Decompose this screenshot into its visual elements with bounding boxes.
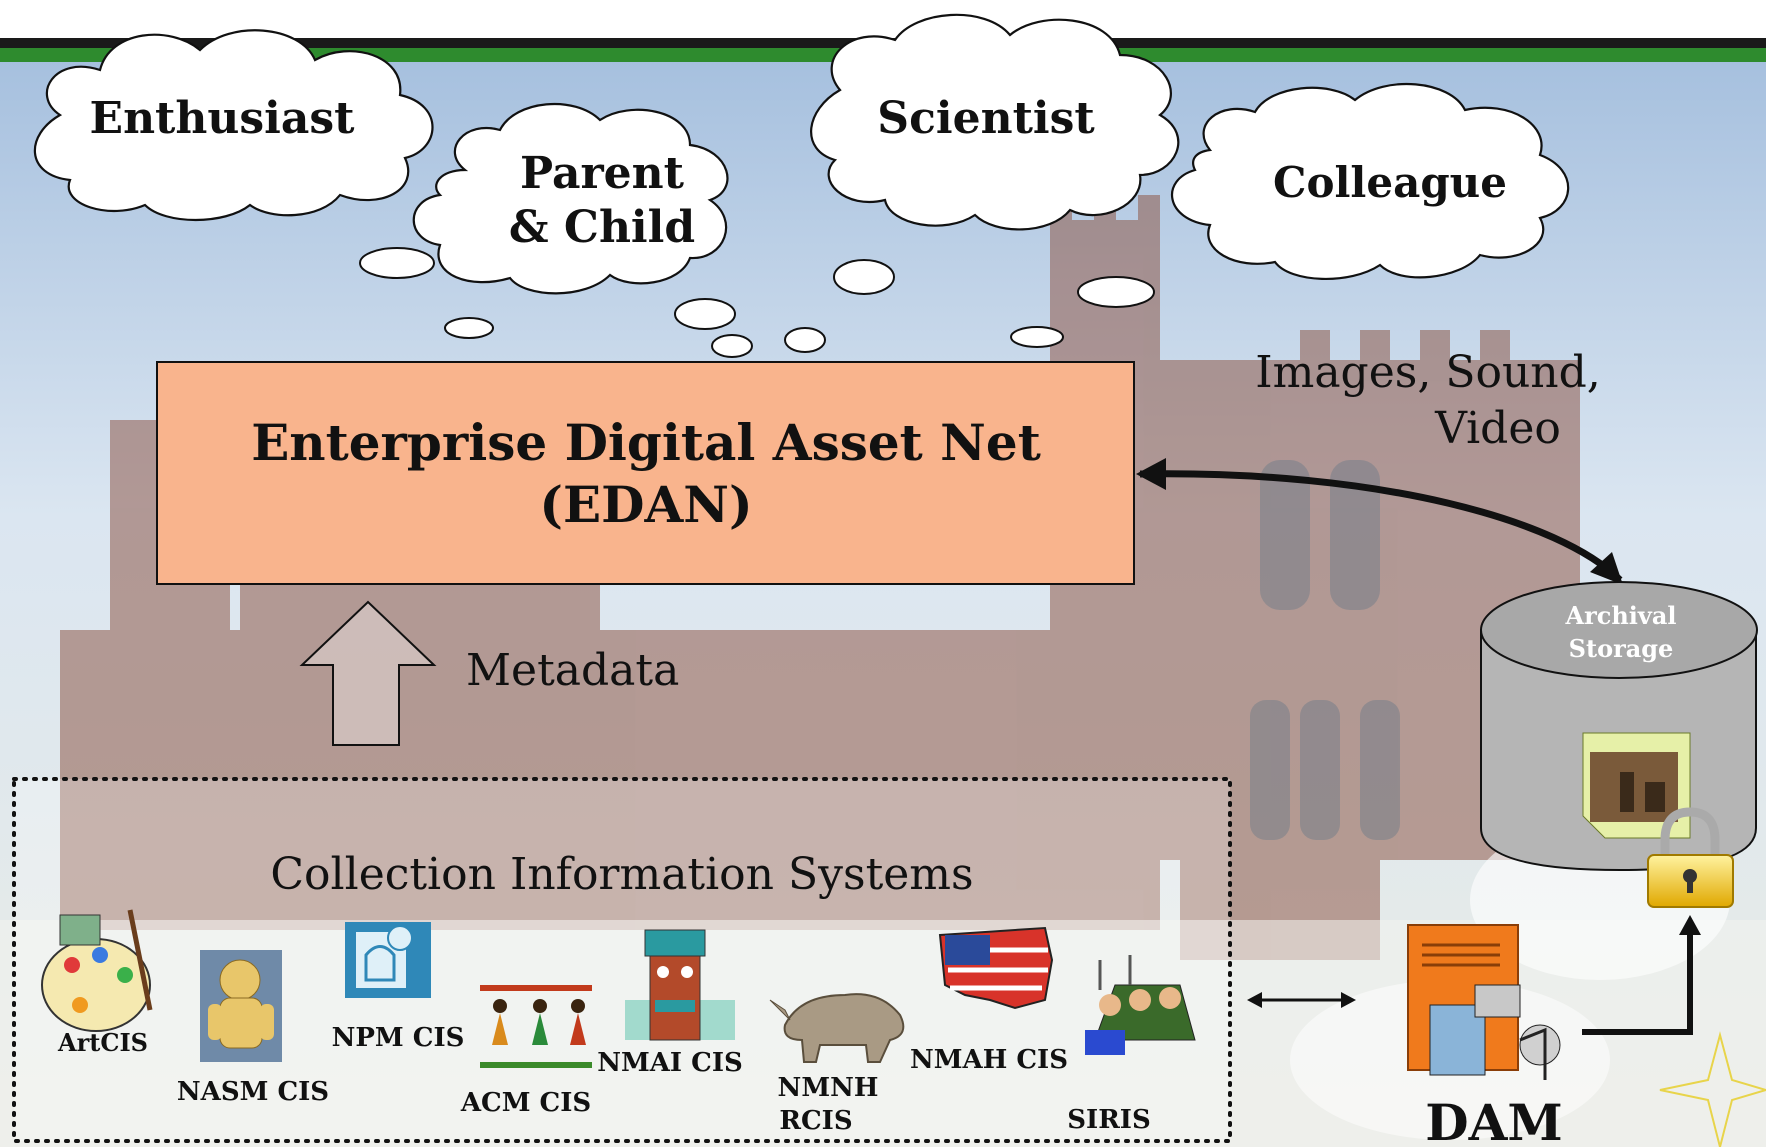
cis-artcis: ArtCIS [57,1028,148,1057]
cloud-colleague: Colleague [1170,82,1570,280]
edan-box: Enterprise Digital Asset Net (EDAN) [156,361,1135,585]
cis-title: Collection Information Systems [270,849,973,900]
cis-rcis: RCIS [779,1106,852,1136]
audience-child: & Child [509,202,695,253]
dam-archive-arrow [1582,925,1693,1035]
totem-icon [625,929,735,1041]
media-label-line1: Images, Sound, [1255,347,1601,398]
media-flow: Images, Sound, Video [1136,347,1623,585]
dinosaur-icon [769,993,905,1063]
archived-photo-icon [1582,732,1691,839]
stamp-icon [345,922,431,998]
cis-nmai: NMAI CIS [597,1048,743,1078]
media-arrow [1139,470,1623,583]
audience-scientist: Scientist [877,93,1095,144]
edan-title: Enterprise Digital Asset Net [251,413,1041,472]
cis-siris: SIRIS [1067,1105,1150,1135]
media-label-line2: Video [1434,403,1561,454]
metadata-arrow [299,600,437,746]
metadata-flow: Metadata [299,600,679,746]
cis-nmah: NMAH CIS [910,1045,1068,1075]
server-icon [1407,924,1561,1080]
audience-enthusiast: Enthusiast [90,93,356,144]
star-icon [1659,1031,1766,1147]
cis-acm: ACM CIS [460,1088,591,1118]
edan-acronym: (EDAN) [539,475,752,534]
archival-storage: Archival Storage [1480,581,1758,908]
archival-line2: Storage [1569,634,1674,663]
cis-nmnh: NMNH [778,1073,879,1103]
cis-dam-arrow [1247,992,1356,1008]
dam-label: DAM [1425,1093,1563,1147]
cloud-scientist: Scientist [810,13,1180,231]
archival-line1: Archival [1564,601,1676,630]
audience-colleague: Colleague [1273,158,1507,207]
audience-parent: Parent [520,148,685,199]
cloud-enthusiast: Enthusiast [33,29,434,221]
palette-icon [41,909,153,1032]
cloud-parent-child: Parent & Child [412,102,729,295]
astronaut-icon [200,950,282,1062]
dancers-icon [480,985,592,1068]
cis-nasm: NASM CIS [177,1077,329,1107]
usa-flag-map-icon [938,926,1054,1010]
castle-windows [1250,460,1400,840]
cis-npm: NPM CIS [332,1023,465,1053]
lock-icon [1647,807,1734,908]
metadata-label: Metadata [466,645,679,696]
library-readers-icon [1085,955,1196,1055]
